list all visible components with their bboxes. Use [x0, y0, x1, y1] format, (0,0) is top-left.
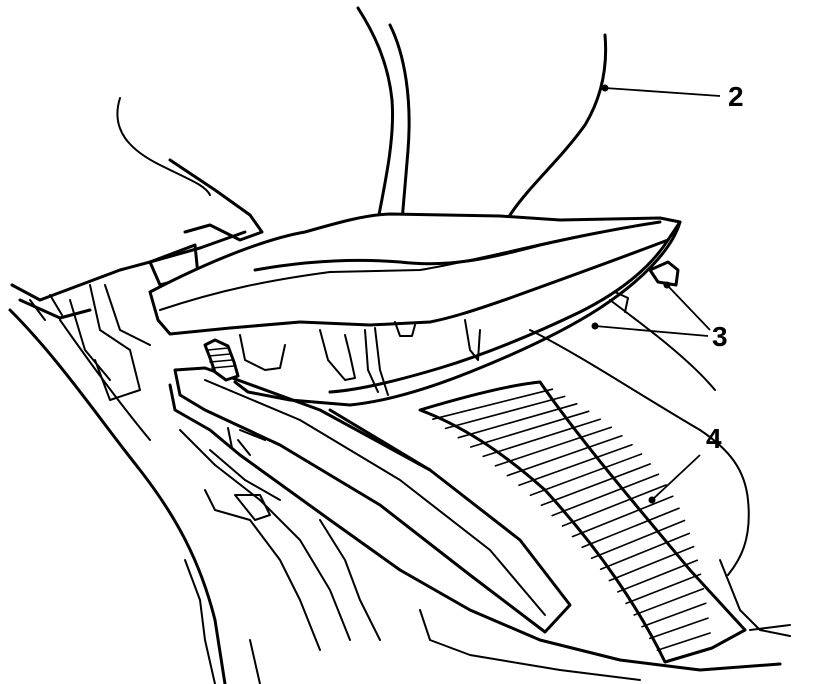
- callout-leaders: [591, 84, 721, 504]
- strip-rib: [599, 532, 691, 571]
- strip-rib: [581, 507, 680, 549]
- strip-rib: [648, 617, 709, 640]
- strip-rib: [617, 559, 699, 593]
- strip-rib: [633, 587, 705, 616]
- strip-rib: [529, 453, 643, 497]
- strip-rib: [444, 395, 566, 430]
- guide-rails: [173, 366, 572, 634]
- strip-rib: [561, 484, 667, 527]
- strip-rib: [540, 463, 652, 507]
- shift-gate-cover-strip: [418, 380, 747, 664]
- strip-rib: [551, 473, 660, 517]
- callout-label-4: 4: [706, 423, 722, 454]
- strip-rib: [494, 426, 613, 467]
- strip-ribs: [431, 388, 711, 652]
- lower-trim-panels: [168, 383, 782, 684]
- console-tray: [529, 299, 791, 637]
- strip-rib: [469, 410, 590, 448]
- strip-rib: [641, 602, 707, 628]
- strip-rib: [571, 495, 674, 538]
- strip-rib: [625, 573, 702, 605]
- strip-rib: [518, 443, 633, 487]
- shift-surround-trim: [148, 212, 682, 407]
- strip-rib: [506, 434, 623, 477]
- callout-label-3: 3: [712, 321, 728, 352]
- strip-rib: [590, 519, 686, 560]
- strip-rib: [482, 418, 602, 458]
- strip-rib: [457, 402, 578, 439]
- strip-rib: [608, 545, 695, 582]
- strip-rib: [656, 632, 711, 652]
- strip-rib: [431, 388, 554, 421]
- callout-label-2: 2: [728, 81, 744, 112]
